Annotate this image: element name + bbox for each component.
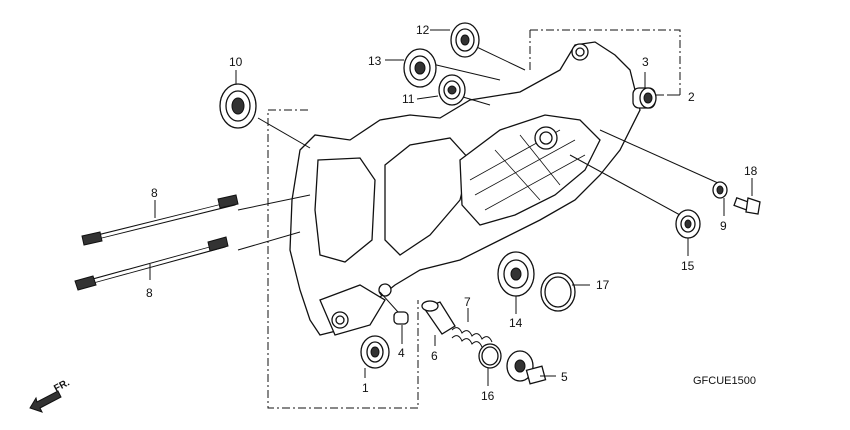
label-6: 6 (431, 349, 438, 363)
bearing-10 (219, 83, 257, 129)
label-12: 12 (416, 23, 430, 37)
label-1: 1 (362, 381, 369, 395)
label-9: 9 (720, 219, 727, 233)
front-direction-arrow: FR. (29, 377, 72, 413)
spring-7 (451, 327, 493, 348)
part-number-labels: 1 2 3 4 5 6 7 8 8 9 10 11 12 13 14 15 16… (146, 23, 758, 403)
label-10: 10 (229, 55, 243, 69)
bearing-1 (360, 335, 390, 369)
crankcase-body (289, 41, 641, 336)
label-17: 17 (596, 278, 610, 292)
bearing-13 (403, 48, 437, 88)
stud-bolt-8-upper (81, 194, 239, 246)
circlip-17 (540, 272, 576, 312)
label-13: 13 (368, 54, 382, 68)
label-4: 4 (398, 346, 405, 360)
drain-plug-5 (506, 350, 547, 385)
stud-bolt-8-lower (74, 236, 229, 291)
label-7: 7 (464, 295, 471, 309)
label-11: 11 (402, 92, 415, 106)
washer-9 (712, 181, 728, 199)
label-18: 18 (744, 164, 758, 178)
diagram-code: GFCUE1500 (693, 375, 756, 387)
oil-seal-15 (675, 209, 701, 239)
label-16: 16 (481, 389, 495, 403)
bearing-12 (450, 22, 480, 58)
bushing-3 (632, 87, 657, 109)
label-stubs (149, 29, 753, 386)
label-8-upper: 8 (151, 186, 158, 200)
fr-label: FR. (52, 377, 72, 394)
label-8-lower: 8 (146, 286, 153, 300)
label-3: 3 (642, 55, 649, 69)
bolt-18 (733, 197, 761, 215)
oil-strainer-6 (421, 300, 456, 335)
label-14: 14 (509, 316, 523, 330)
bearing-11 (438, 74, 466, 106)
dowel-pin-4 (393, 311, 409, 325)
o-ring-16 (478, 343, 502, 369)
label-2: 2 (688, 90, 695, 104)
bearing-14 (497, 251, 535, 297)
label-15: 15 (681, 259, 695, 273)
label-5: 5 (561, 370, 568, 384)
